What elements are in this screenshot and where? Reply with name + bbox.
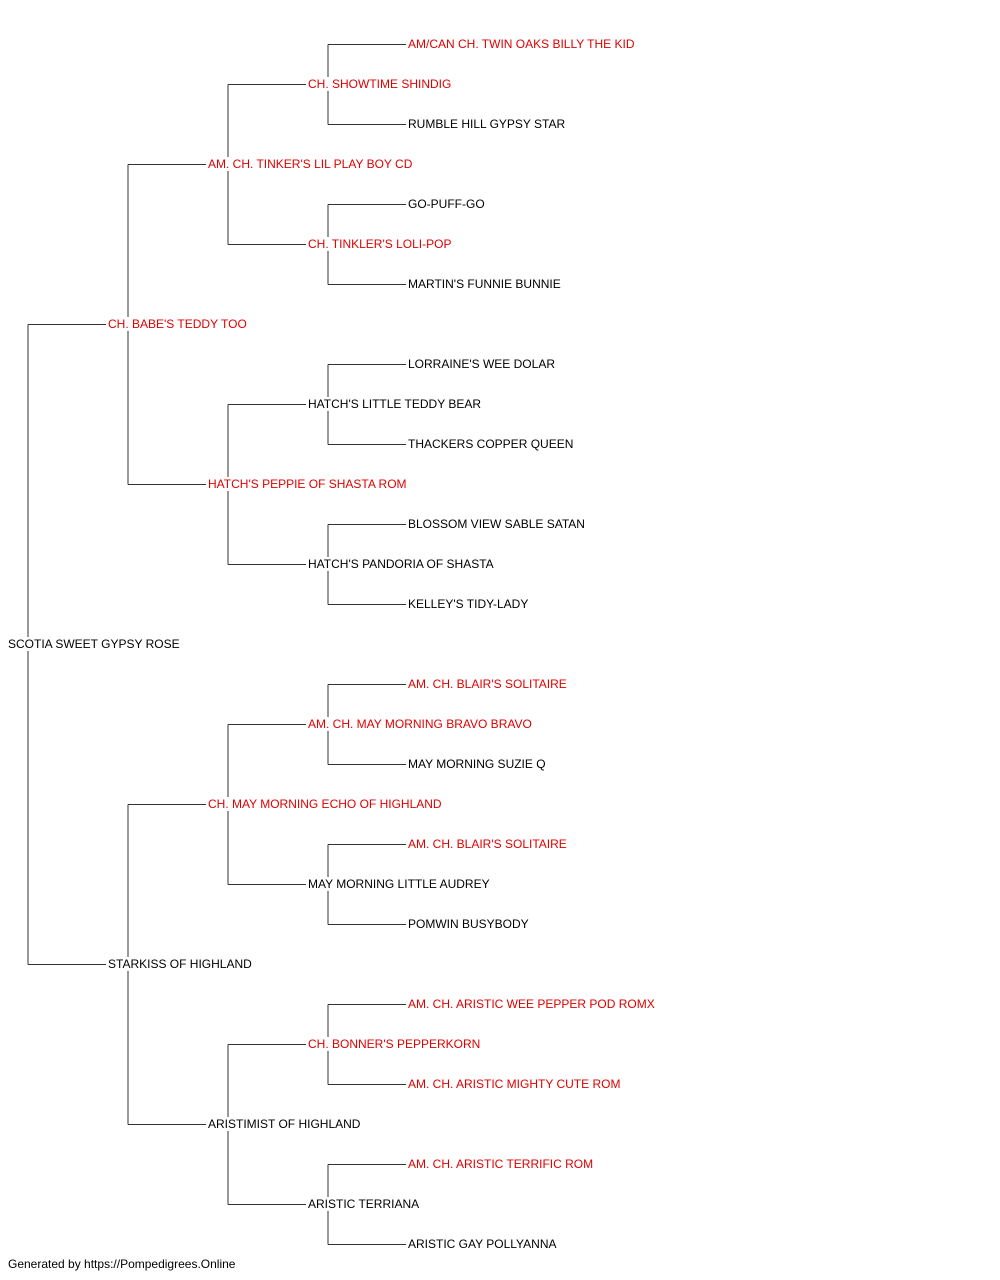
dam-name: KELLEY'S TIDY-LADY	[408, 597, 531, 611]
dam-name: CH. TINKLER'S LOLI-POP	[308, 237, 454, 251]
dam-name: MAY MORNING LITTLE AUDREY	[308, 877, 492, 891]
sire-name: CH. BABE'S TEDDY TOO	[108, 317, 249, 331]
sire-name: AM. CH. TINKER'S LIL PLAY BOY CD	[208, 157, 415, 171]
dam-name: POMWIN BUSYBODY	[408, 917, 531, 931]
sire-name: CH. MAY MORNING ECHO OF HIGHLAND	[208, 797, 444, 811]
sire-name: AM. CH. MAY MORNING BRAVO BRAVO	[308, 717, 534, 731]
sire-name: AM. CH. ARISTIC WEE PEPPER POD ROMX	[408, 997, 657, 1011]
sire-name: CH. BONNER'S PEPPERKORN	[308, 1037, 483, 1051]
sire-name: AM. CH. BLAIR'S SOLITAIRE	[408, 837, 569, 851]
dam-name: MARTIN'S FUNNIE BUNNIE	[408, 277, 563, 291]
dam-name: STARKISS OF HIGHLAND	[108, 957, 254, 971]
dam-name: ARISTIC GAY POLLYANNA	[408, 1237, 559, 1251]
dam-name: MAY MORNING SUZIE Q	[408, 757, 548, 771]
dam-name: ARISTIC TERRIANA	[308, 1197, 422, 1211]
dam-name: ARISTIMIST OF HIGHLAND	[208, 1117, 363, 1131]
dam-name: RUMBLE HILL GYPSY STAR	[408, 117, 568, 131]
dam-name: THACKERS COPPER QUEEN	[408, 437, 576, 451]
footer-credit: Generated by https://Pompedigrees.Online	[8, 1257, 236, 1271]
dam-name: AM. CH. ARISTIC MIGHTY CUTE ROM	[408, 1077, 623, 1091]
dam-name: HATCH'S PANDORIA OF SHASTA	[308, 557, 496, 571]
subject-name: SCOTIA SWEET GYPSY ROSE	[8, 637, 182, 651]
sire-name: CH. SHOWTIME SHINDIG	[308, 77, 454, 91]
sire-name: LORRAINE'S WEE DOLAR	[408, 357, 557, 371]
sire-name: AM. CH. BLAIR'S SOLITAIRE	[408, 677, 569, 691]
sire-name: GO-PUFF-GO	[408, 197, 487, 211]
sire-name: BLOSSOM VIEW SABLE SATAN	[408, 517, 587, 531]
sire-name: HATCH'S LITTLE TEDDY BEAR	[308, 397, 483, 411]
sire-name: AM. CH. ARISTIC TERRIFIC ROM	[408, 1157, 596, 1171]
dam-name: HATCH'S PEPPIE OF SHASTA ROM	[208, 477, 409, 491]
sire-name: AM/CAN CH. TWIN OAKS BILLY THE KID	[408, 37, 637, 51]
